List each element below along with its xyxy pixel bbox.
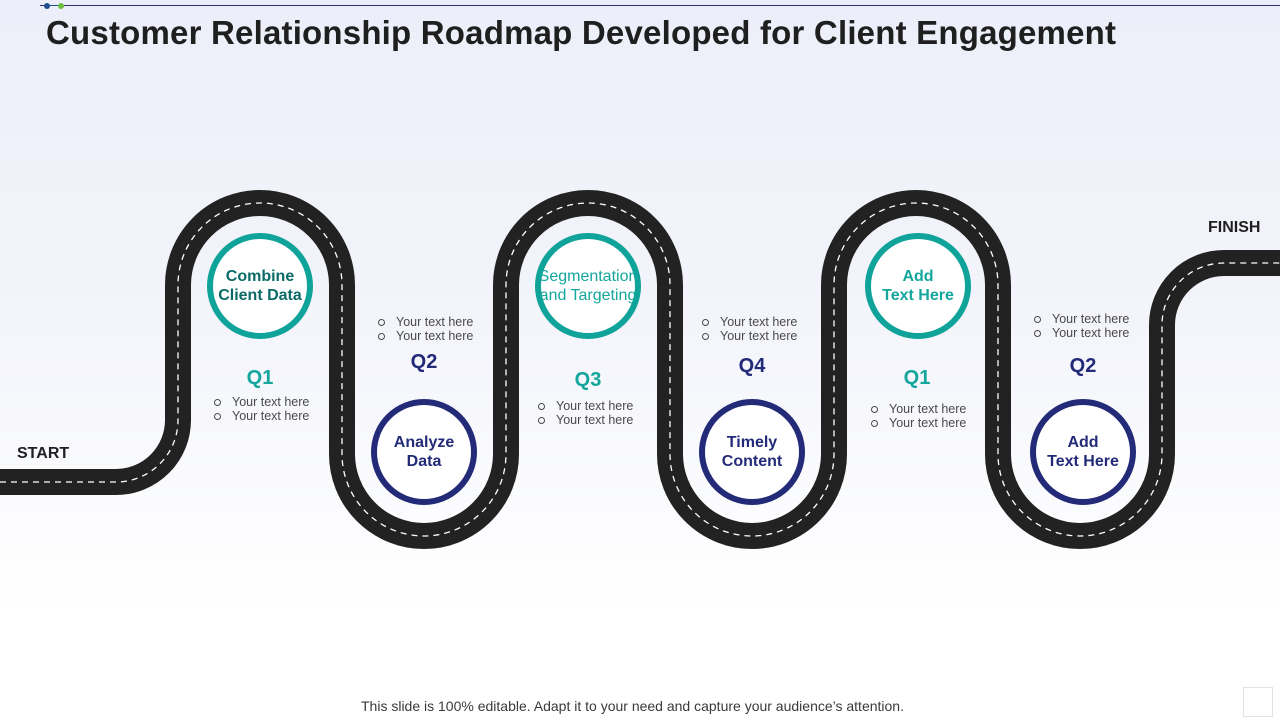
milestone-1-quarter: Q1	[246, 367, 274, 389]
milestone-6-label-line2: Text Here	[1047, 453, 1119, 470]
page-title: Customer Relationship Roadmap Developed …	[46, 14, 1117, 51]
milestone-2-label-line2: Data	[406, 453, 442, 470]
milestone-1-bullets: Your text here Your text here	[214, 395, 309, 423]
milestone-1-label-line1: Combine	[225, 268, 295, 285]
milestone-2-bullets: Your text here Your text here	[378, 315, 473, 343]
bullet-item: Your text here	[214, 395, 309, 409]
milestone-5-label-line1: Add	[902, 268, 934, 285]
footer-note: This slide is 100% editable. Adapt it to…	[361, 698, 904, 714]
milestone-5-label-line2: Text Here	[882, 287, 954, 304]
bullet-item: Your text here	[538, 399, 633, 413]
bullet-item: Your text here	[378, 329, 473, 343]
milestone-6-bullets: Your text here Your text here	[1034, 312, 1129, 340]
road-center-line	[0, 202, 1280, 537]
milestone-4-label-line1: Timely	[726, 434, 778, 451]
bullet-item: Your text here	[702, 315, 797, 329]
decor-connector	[50, 5, 58, 6]
bullet-item: Your text here	[871, 416, 966, 430]
decor-dot-green	[58, 3, 64, 9]
bullet-item: Your text here	[378, 315, 473, 329]
bullet-item: Your text here	[538, 413, 633, 427]
start-label: START	[17, 445, 70, 462]
milestone-4-quarter: Q4	[738, 355, 766, 377]
bullet-item: Your text here	[702, 329, 797, 343]
milestone-6-quarter: Q2	[1069, 355, 1097, 377]
milestone-3-label-line2: and Targeting	[539, 287, 637, 304]
finish-label: FINISH	[1208, 219, 1261, 236]
milestone-4-label-line2: Content	[721, 453, 783, 470]
slide-corner-box	[1243, 687, 1273, 717]
milestone-6-label-line1: Add	[1067, 434, 1099, 451]
bullet-item: Your text here	[871, 402, 966, 416]
milestone-2-label-line1: Analyze	[393, 434, 455, 451]
bullet-item: Your text here	[214, 409, 309, 423]
milestone-3-label-line1: Segmentation	[538, 268, 638, 285]
milestone-5-bullets: Your text here Your text here	[871, 402, 966, 430]
bullet-item: Your text here	[1034, 312, 1129, 326]
decor-dot-blue	[44, 3, 50, 9]
milestone-5-quarter: Q1	[903, 367, 931, 389]
bullet-item: Your text here	[1034, 326, 1129, 340]
top-rule	[40, 5, 1280, 6]
milestone-3-bullets: Your text here Your text here	[538, 399, 633, 427]
milestone-2-quarter: Q2	[410, 351, 438, 373]
milestone-circle-3: Segmentation and Targeting	[535, 233, 641, 339]
milestone-3-quarter: Q3	[574, 369, 602, 391]
milestone-1-label-line2: Client Data	[218, 287, 302, 304]
milestone-4-bullets: Your text here Your text here	[702, 315, 797, 343]
